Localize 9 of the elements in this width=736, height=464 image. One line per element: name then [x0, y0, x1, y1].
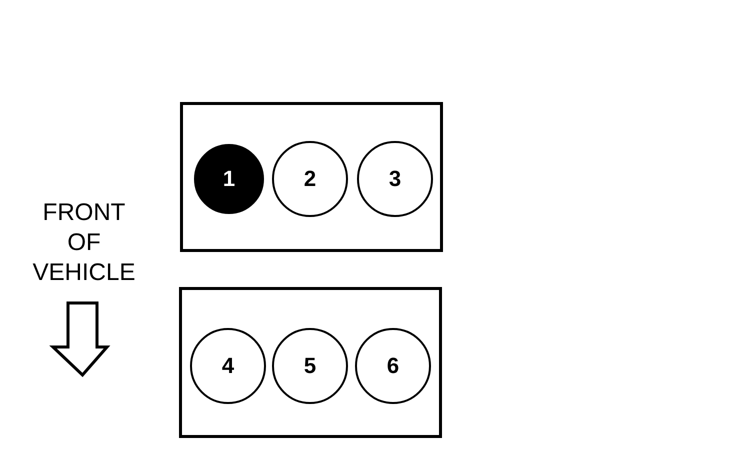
cylinder-number: 5 — [304, 355, 316, 377]
bank-frame — [180, 102, 443, 252]
cylinder-number: 2 — [304, 168, 316, 190]
bank-frame — [179, 287, 442, 438]
cylinder-number: 6 — [386, 355, 400, 377]
cylinder-number: 3 — [388, 168, 402, 190]
cylinder-number: 4 — [222, 355, 234, 377]
direction-label: FRONT OF VEHICLE — [32, 198, 136, 288]
cylinder-number: 1 — [222, 168, 236, 190]
